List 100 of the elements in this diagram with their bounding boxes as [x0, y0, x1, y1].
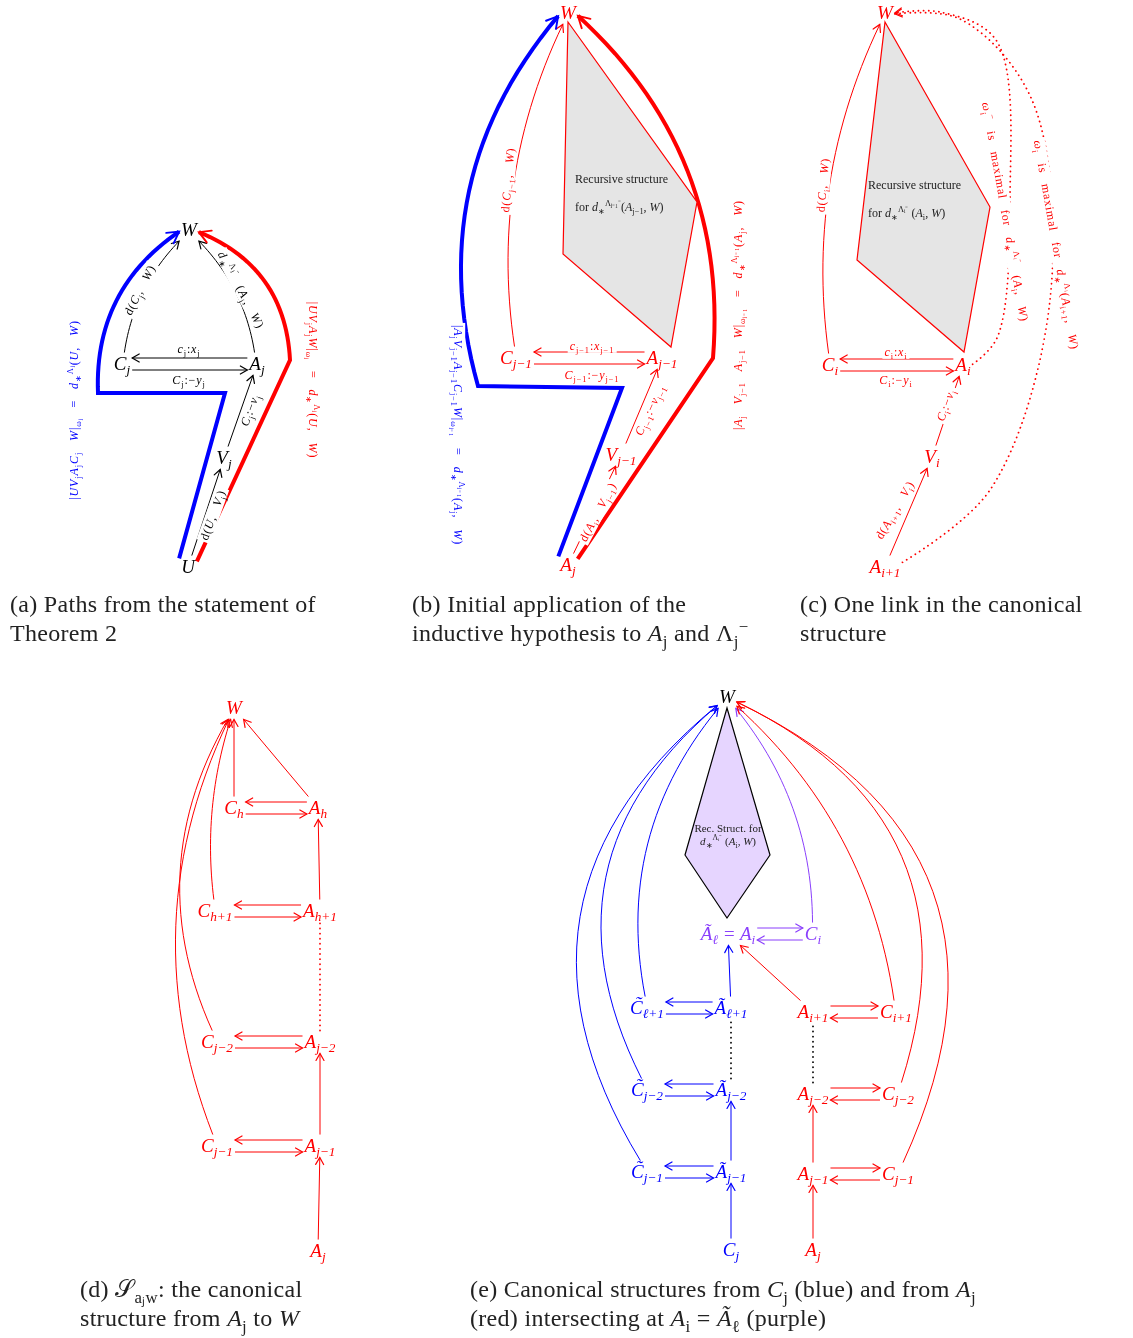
arrow [822, 23, 882, 355]
arrow [829, 1175, 881, 1185]
arrow [243, 718, 309, 798]
arrow [234, 1135, 304, 1145]
arrow [664, 1173, 715, 1183]
vertex-label: A$_{i+1}$ [869, 556, 901, 578]
vertex-label: C$_{i}$ [821, 354, 839, 376]
arrow [664, 1079, 715, 1089]
vertex-label: Ã$_{ℓ}$ = A$_{i}$ [700, 923, 756, 945]
arrow [839, 354, 954, 364]
arrow [210, 718, 233, 901]
vertex-label: W [877, 2, 893, 24]
vertex-label: A$_{j}$ [560, 554, 576, 576]
arrow [576, 14, 717, 561]
arrow [533, 359, 646, 369]
arrow [724, 944, 734, 998]
arrow [637, 707, 719, 998]
arrow [313, 818, 323, 901]
vertex-label: W [719, 686, 735, 708]
arrow [829, 1095, 881, 1105]
vertex-label: V$_{j}$ [216, 447, 232, 469]
vertex-label: C$_{j}$ [113, 353, 131, 375]
connector-line [319, 921, 321, 1032]
arrow [889, 467, 929, 557]
vertex-label: A$_{i+1}$ [797, 1001, 829, 1023]
vertex-label: C$_{j−1}$ [201, 1135, 233, 1157]
arrow [95, 230, 228, 559]
arrow [829, 1083, 881, 1093]
vertex-label: C$_{i}$ [804, 923, 822, 945]
arrow [600, 705, 718, 1080]
arrow [808, 1104, 818, 1164]
arrow [726, 1100, 736, 1162]
arrow [227, 374, 256, 448]
structure-label: for d$_{∗}$$^{Λⱼ₋₁⁻}$(A$_{j−1}$, W) [575, 200, 664, 215]
vertex-label: W [560, 2, 576, 24]
arrow [229, 718, 239, 798]
arrow [756, 935, 804, 945]
vertex-label: C$_{j−2}$ [201, 1031, 233, 1053]
vertex-label: A$_{j−1}$ [304, 1135, 336, 1157]
arrow [234, 1043, 304, 1053]
structure-label: Recursive structure [868, 178, 961, 193]
arrow [735, 707, 814, 924]
arrow [459, 14, 625, 558]
arrow [756, 923, 804, 933]
arrow [829, 1013, 879, 1023]
arrow [245, 797, 308, 807]
arrow [315, 1052, 325, 1136]
vertex-label: C̃$_{j−1}$ [631, 1161, 663, 1183]
arrow [829, 1163, 881, 1173]
vertex-label: A$_{j}$ [249, 353, 265, 375]
vertex-label: C$_{j}$ [722, 1239, 740, 1261]
vertex-label: A$_{h+1}$ [303, 900, 337, 922]
arrow [736, 705, 895, 1002]
vertex-label: C$_{i+1}$ [880, 1001, 912, 1023]
vertex-label: C$_{j−1}$ [882, 1163, 914, 1185]
structure-label: Recursive structure [575, 172, 668, 187]
caption: (c) One link in the canonical structure [800, 590, 1084, 648]
vertex-label: C$_{j−2}$ [882, 1083, 914, 1105]
vertex-label: U [181, 556, 195, 578]
arrow [808, 1184, 818, 1240]
arrow [234, 1031, 304, 1041]
vertex-label: A$_{j−2}$ [797, 1083, 829, 1105]
vertex-label: V$_{j−1}$ [605, 444, 637, 466]
arrow [195, 229, 293, 563]
structure-label: for d$_{∗}$$^{Λᵢ⁻}$ (A$_{i}$, W) [868, 206, 946, 221]
arrow [664, 1161, 715, 1171]
vertex-label: C$_{j−1}$ [500, 347, 532, 369]
arrow [665, 997, 714, 1007]
arrow [245, 809, 308, 819]
vertex-label: A$_{j−2}$ [304, 1031, 336, 1053]
arrow [315, 1156, 325, 1241]
vertex-label: W [181, 219, 197, 241]
vertex-label: C̃$_{j−2}$ [631, 1079, 663, 1101]
arrow [131, 353, 248, 363]
vertex-label: W [226, 697, 242, 719]
vertex-label: A$_{j}$ [805, 1239, 821, 1261]
structure-label: Rec. Struct. for d$_{∗}$$^{Λᵢ⁻}$ (A$_{i}$, W) [693, 822, 763, 849]
arrow [665, 1009, 714, 1019]
arrow [179, 718, 229, 1032]
vertex-label: A$_{h}$ [308, 797, 328, 819]
arrow [625, 368, 659, 445]
arrow [839, 366, 954, 376]
arrow [233, 900, 302, 910]
caption: (a) Paths from the statement of Theorem 2 [10, 590, 317, 648]
arrow [736, 701, 949, 1164]
arrow [175, 718, 231, 1136]
vertex-label: Ã$_{j−1}$ [715, 1161, 747, 1183]
arrow [726, 1182, 736, 1240]
arrow [664, 1091, 715, 1101]
vertex-label: Ã$_{ℓ+1}$ [714, 997, 748, 1019]
arrow [736, 701, 923, 1084]
vertex-label: A$_{j−1}$ [646, 347, 678, 369]
vertex-label: V$_{i}$ [924, 446, 940, 468]
arrow [575, 704, 718, 1162]
vertex-label: A$_{j}$ [310, 1240, 326, 1262]
arrow [829, 1001, 879, 1011]
arrow [234, 1147, 304, 1157]
vertex-label: C$_{h+1}$ [197, 900, 233, 922]
caption: (e) Canonical structures from C$_{j}$ (blue) and from A$_{j}$ (red) intersecting at A$_{i}$ = Ã$_{ℓ}$ (purple) [470, 1275, 977, 1333]
vertex-label: A$_{j−1}$ [797, 1163, 829, 1185]
